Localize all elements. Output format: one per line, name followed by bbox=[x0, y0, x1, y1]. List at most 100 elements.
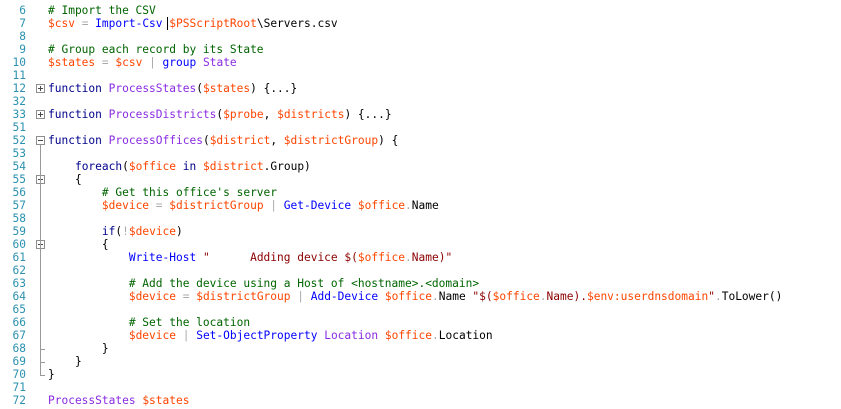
code-text: function ProcessOffices($district, $dist… bbox=[48, 134, 398, 147]
code-line-66[interactable]: 66 # Set the location bbox=[0, 316, 841, 329]
code-text: } bbox=[48, 355, 82, 368]
code-text: # Get this office's server bbox=[48, 186, 277, 199]
code-text: # Set the location bbox=[48, 316, 250, 329]
code-token: Name). bbox=[546, 290, 587, 303]
code-token: Name bbox=[438, 290, 473, 303]
code-line-65[interactable]: 65 bbox=[0, 303, 841, 316]
code-token: Location bbox=[324, 329, 379, 342]
code-token: | bbox=[290, 290, 311, 303]
code-line-68[interactable]: 68 } bbox=[0, 342, 841, 355]
code-line-60[interactable]: 60 { bbox=[0, 238, 841, 251]
code-line-6[interactable]: 6# Import the CSV bbox=[0, 4, 841, 17]
line-number: 69 bbox=[12, 355, 26, 368]
code-line-62[interactable]: 62 bbox=[0, 264, 841, 277]
code-line-32[interactable]: 32 bbox=[0, 95, 841, 108]
code-token: . bbox=[431, 290, 439, 303]
code-text: $device = $districtGroup | Add-Device $o… bbox=[48, 290, 783, 303]
code-line-9[interactable]: 9# Group each record by its State bbox=[0, 43, 841, 56]
code-token: = bbox=[175, 290, 197, 303]
code-line-51[interactable]: 51 bbox=[0, 121, 841, 134]
code-token bbox=[48, 225, 102, 238]
code-line-67[interactable]: 67 $device | Set-ObjectProperty Location… bbox=[0, 329, 841, 342]
code-line-54[interactable]: 54 foreach($office in $district.Group) bbox=[0, 160, 841, 173]
fold-guide-function-end bbox=[40, 375, 45, 376]
code-line-71[interactable]: 71 bbox=[0, 381, 841, 394]
fold-guide-if bbox=[40, 249, 41, 349]
line-number: 60 bbox=[12, 238, 26, 251]
code-token: Add-Device bbox=[310, 290, 379, 303]
code-token: $office bbox=[384, 329, 432, 342]
line-number: 72 bbox=[12, 394, 26, 407]
code-token: ( bbox=[196, 82, 203, 95]
line-number: 56 bbox=[12, 186, 26, 199]
code-text: # Group each record by its State bbox=[48, 43, 264, 56]
code-line-7[interactable]: 7$csv = Import-Csv $PSScriptRoot\Servers… bbox=[0, 17, 841, 30]
code-token: ( bbox=[115, 225, 123, 238]
code-token: \Servers.csv bbox=[256, 17, 338, 30]
line-number: 8 bbox=[19, 30, 26, 43]
code-token: Name)" bbox=[411, 251, 453, 264]
code-token: in bbox=[182, 160, 197, 173]
code-token: $office bbox=[128, 160, 177, 173]
collapse-region-icon[interactable] bbox=[36, 136, 45, 145]
code-text: } bbox=[48, 342, 109, 355]
code-text: $device | Set-ObjectProperty Location $o… bbox=[48, 329, 493, 342]
code-token: $office bbox=[357, 251, 406, 264]
line-number: 64 bbox=[12, 290, 26, 303]
line-number: 61 bbox=[12, 251, 26, 264]
code-line-69[interactable]: 69 } bbox=[0, 355, 841, 368]
expand-region-icon[interactable] bbox=[36, 84, 45, 93]
code-line-55[interactable]: 55 { bbox=[0, 173, 841, 186]
code-token: . bbox=[405, 199, 412, 212]
line-number: 52 bbox=[12, 134, 26, 147]
code-line-61[interactable]: 61 Write-Host " Adding device $($office.… bbox=[0, 251, 841, 264]
code-line-64[interactable]: 64 $device = $districtGroup | Add-Device… bbox=[0, 290, 841, 303]
code-token: | bbox=[175, 329, 197, 342]
code-line-53[interactable]: 53 bbox=[0, 147, 841, 160]
code-text: # Import the CSV bbox=[48, 4, 156, 17]
code-line-56[interactable]: 56 # Get this office's server bbox=[0, 186, 841, 199]
code-token bbox=[48, 290, 129, 303]
code-token bbox=[102, 134, 109, 147]
code-token: " Adding device $( bbox=[202, 251, 358, 264]
code-line-10[interactable]: 10$states = $csv | group State bbox=[0, 56, 841, 69]
code-token: ProcessOffices bbox=[108, 134, 203, 147]
line-number: 54 bbox=[12, 160, 26, 173]
expand-region-icon[interactable] bbox=[36, 110, 45, 119]
line-number: 51 bbox=[12, 121, 26, 134]
code-line-59[interactable]: 59 if(!$device) bbox=[0, 225, 841, 238]
code-token: . bbox=[263, 160, 271, 173]
code-token: State bbox=[202, 56, 237, 69]
code-token: ProcessStates bbox=[108, 82, 197, 95]
line-number: 58 bbox=[12, 212, 26, 225]
code-token bbox=[176, 160, 183, 173]
code-line-52[interactable]: 52 function ProcessOffices($district, $di… bbox=[0, 134, 841, 147]
code-token: { bbox=[48, 173, 82, 186]
code-line-70[interactable]: 70} bbox=[0, 368, 841, 381]
code-token: $office bbox=[384, 290, 432, 303]
code-token: $csv bbox=[115, 56, 143, 69]
code-token bbox=[48, 160, 75, 173]
fold-guide-if-end bbox=[40, 349, 45, 350]
code-token: group bbox=[162, 56, 197, 69]
code-token: ( bbox=[122, 160, 129, 173]
code-token: . bbox=[539, 290, 547, 303]
code-token: $states bbox=[48, 56, 96, 69]
line-number: 55 bbox=[12, 173, 26, 186]
line-number: 70 bbox=[12, 368, 26, 381]
code-line-63[interactable]: 63 # Add the device using a Host of <hos… bbox=[0, 277, 841, 290]
code-line-57[interactable]: 57 $device = $districtGroup | Get-Device… bbox=[0, 199, 841, 212]
code-token: $district bbox=[209, 134, 271, 147]
code-line-58[interactable]: 58 bbox=[0, 212, 841, 225]
code-text: function ProcessStates($states) {...} bbox=[48, 82, 297, 95]
code-token: { bbox=[48, 238, 109, 251]
code-token: # Set the location bbox=[128, 316, 251, 329]
code-token: $office bbox=[492, 290, 540, 303]
code-line-11[interactable]: 11 bbox=[0, 69, 841, 82]
code-token: $probe bbox=[223, 108, 264, 121]
code-line-8[interactable]: 8 bbox=[0, 30, 841, 43]
